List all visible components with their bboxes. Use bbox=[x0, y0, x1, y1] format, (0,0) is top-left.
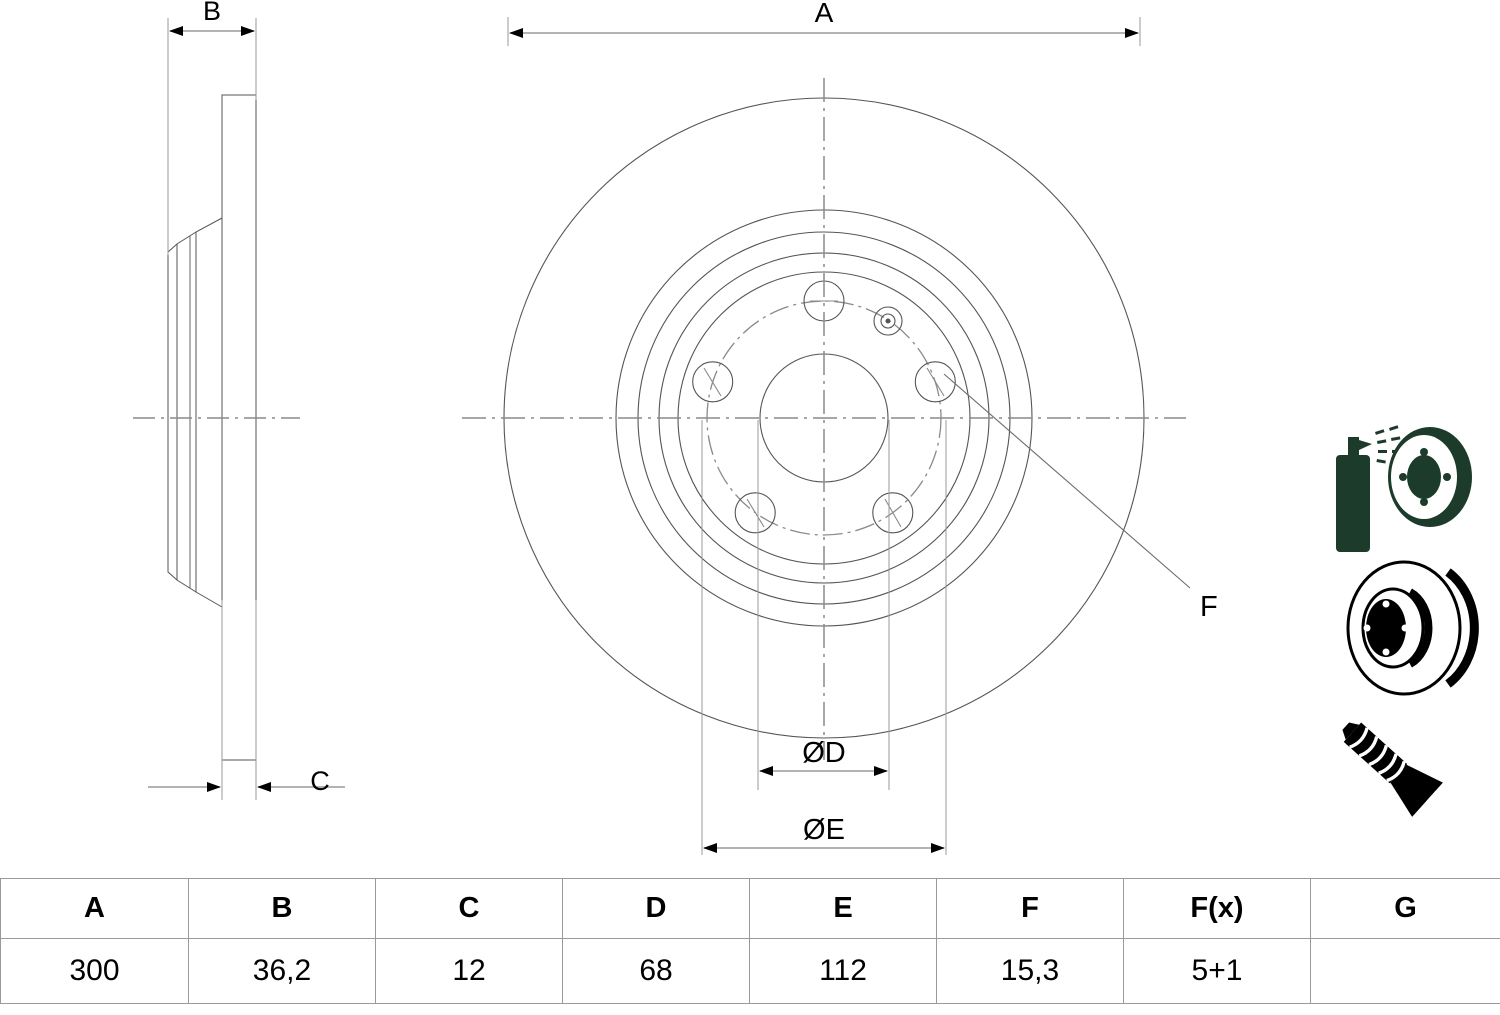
table-value-D: 68 bbox=[562, 938, 750, 1004]
dimension-F-leader: F bbox=[943, 373, 1218, 623]
dimension-label-OD: ØD bbox=[802, 737, 846, 769]
dimension-A: A bbox=[507, 0, 1141, 46]
side-section-view bbox=[167, 94, 257, 761]
side-view-witness-lines bbox=[167, 18, 257, 800]
table-header-A: A bbox=[0, 878, 189, 939]
table-value-E: 112 bbox=[749, 938, 937, 1004]
dimension-OE: ØE bbox=[703, 814, 945, 853]
table-header-E: E bbox=[749, 878, 937, 939]
table-header-B: B bbox=[188, 878, 376, 939]
dimension-table: A B C D E F F(x) G 300 36,2 12 68 112 15… bbox=[0, 878, 1500, 1004]
dimension-label-A: A bbox=[815, 0, 834, 28]
table-header-Fx: F(x) bbox=[1123, 878, 1311, 939]
brake-disc-icon bbox=[1346, 560, 1479, 696]
table-value-B: 36,2 bbox=[188, 938, 376, 1004]
table-value-F: 15,3 bbox=[936, 938, 1124, 1004]
front-view-centerlines bbox=[462, 78, 1186, 760]
bolt-hole bbox=[914, 361, 956, 403]
table-value-A: 300 bbox=[0, 938, 189, 1004]
dimension-label-C: C bbox=[310, 766, 330, 796]
dimension-OD: ØD bbox=[759, 737, 888, 776]
dimension-label-F: F bbox=[1200, 591, 1218, 623]
bolt-hole bbox=[692, 361, 734, 403]
table-header-D: D bbox=[562, 878, 750, 939]
bolt-hole-centre-marks bbox=[703, 300, 945, 528]
bolt-hole bbox=[872, 492, 914, 534]
table-header-C: C bbox=[375, 878, 563, 939]
table-value-C: 12 bbox=[375, 938, 563, 1004]
table-header-row: A B C D E F F(x) G bbox=[0, 878, 1500, 939]
table-header-F: F bbox=[936, 878, 1124, 939]
table-value-Fx: 5+1 bbox=[1123, 938, 1311, 1004]
dimension-B: B bbox=[169, 0, 255, 36]
table-header-G: G bbox=[1310, 878, 1500, 939]
front-view-witness-lines bbox=[701, 420, 947, 855]
dimension-label-OE: ØE bbox=[803, 814, 845, 846]
dimension-label-B: B bbox=[203, 0, 221, 26]
locating-pin-hole bbox=[873, 306, 903, 336]
table-value-G bbox=[1310, 938, 1500, 1004]
spray-can-disc-cleaning-icon bbox=[1336, 425, 1472, 552]
countersunk-screw-icon bbox=[1342, 722, 1443, 817]
table-value-row: 300 36,2 12 68 112 15,3 5+1 bbox=[0, 938, 1500, 1004]
dimension-C: C bbox=[148, 766, 345, 796]
bolt-hole bbox=[734, 492, 776, 534]
